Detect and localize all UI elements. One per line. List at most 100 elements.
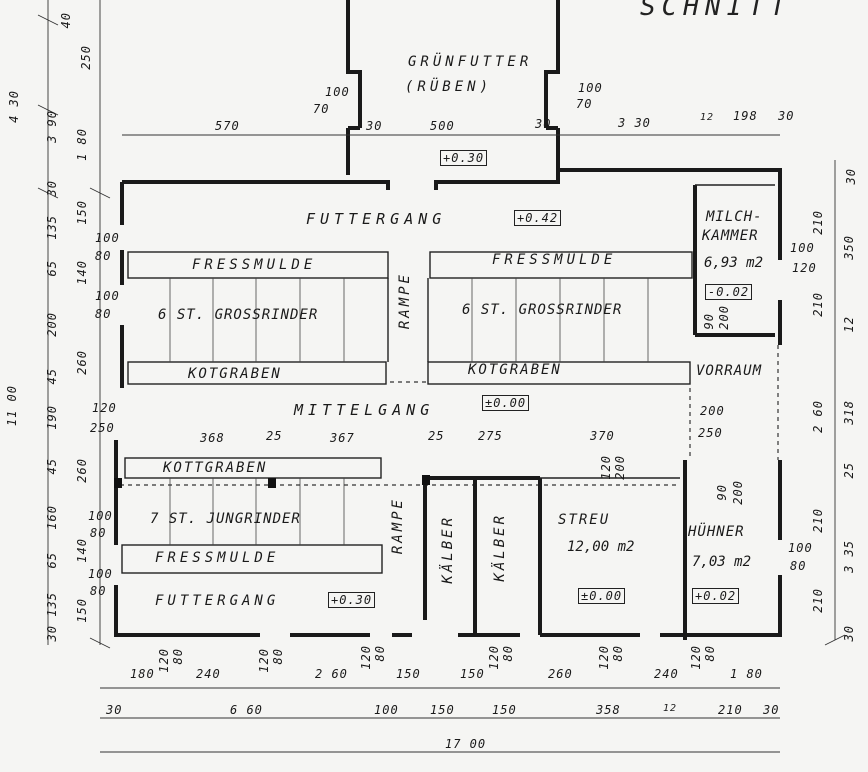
vorraum-label: VORRAUM [696,363,763,379]
dim-gf-30a: 30 [366,119,383,133]
dim-l-100d: 100 [88,567,113,581]
milchkammer-wall [693,185,775,337]
dim-m-100e: 100 [790,241,815,255]
dim-570: 570 [215,119,240,133]
dim-30-top: 30 [778,109,795,123]
dim-m-200c: 200 [717,305,731,330]
dim-l-260b: 260 [75,458,89,483]
dim-r-210c: 210 [811,508,825,533]
dim-r-30b: 30 [842,625,856,642]
dim-b-80c: 80 [373,645,387,662]
futtergang-bottom-label: FUTTERGANG [155,593,280,609]
dim-b-180a: 180 [130,667,155,681]
dim-l-65b: 65 [45,552,59,569]
dim-m-250: 250 [698,426,723,440]
dim-l-390: 3 90 [45,110,59,143]
rampe-top-label: RAMPE [397,272,413,330]
dim-m-200d: 200 [731,480,745,505]
dim-c-1700: 17 00 [445,737,487,751]
dim-l-135b: 135 [45,592,59,617]
milchkammer-label-1: MILCH- [706,209,763,225]
dim-b-120e: 120 [597,645,611,670]
dim-m-275: 275 [478,429,503,443]
jungrinder-label: 7 ST. JUNGRINDER [150,511,301,527]
dim-m-370: 370 [590,429,615,443]
kaelber-1-label: KÄLBER [440,515,456,584]
dim-m-90a: 90 [702,313,716,330]
kotgraben-right-box [427,361,691,385]
dim-12-top: 12 [700,112,715,123]
dim-b-120c: 120 [359,645,373,670]
dim-l-250: 250 [79,45,93,70]
gruenfutter-jambs [346,128,560,175]
dim-l-135a: 135 [45,215,59,240]
dim-b-180b: 1 80 [730,667,763,681]
dim-r-100: 100 [788,541,813,555]
dim-gf-100b: 100 [578,81,603,95]
dim-m-367: 367 [330,431,355,445]
dim-r-30: 30 [844,168,858,185]
dim-b-260a: 2 60 [315,667,348,681]
dim-l-150a: 150 [75,200,89,225]
dim-l-80d: 80 [90,584,107,598]
gruenfutter-label: GRÜNFUTTER [408,54,533,70]
dim-l-430: 4 30 [7,90,21,123]
fressmulde-right-label: FRESSMULDE [492,252,617,268]
dim-l-65a: 65 [45,260,59,277]
dim-m-25a: 25 [266,429,283,443]
dim-gf-70a: 70 [313,102,330,116]
dim-198: 198 [733,109,758,123]
fressmulde-bottom-label: FRESSMULDE [155,550,280,566]
dim-m-90b: 90 [715,484,729,501]
dim-r-318: 318 [842,400,856,425]
dim-b-150a: 150 [396,667,421,681]
streu-label: STREU [558,512,611,528]
mittelgang-label: MITTELGANG [294,401,435,419]
dim-l-40: 40 [59,12,73,29]
dim-b-120f: 120 [689,645,703,670]
dim-l-45b: 45 [45,458,59,475]
level-mittelgang: ±0.00 [482,395,530,411]
level-futtergang-top: +0.42 [514,210,562,226]
kotgraben-left-box [127,361,387,385]
dim-l-160: 160 [45,505,59,530]
dim-b-120d: 120 [487,645,501,670]
dim-500: 500 [430,119,455,133]
vorraum-dash [689,345,779,460]
dim-l-45a: 45 [45,368,59,385]
dim-m-25b: 25 [428,429,445,443]
fressmulde-left-box [127,251,389,279]
grossrinder-left-label: 6 ST. GROSSRINDER [158,307,319,323]
huehner-area: 7,03 m2 [692,554,752,570]
dim-m-200a: 200 [700,404,725,418]
dim-b-260b: 260 [548,667,573,681]
dim-c-30a: 30 [106,703,123,717]
dim-r-260: 2 60 [811,400,825,433]
dim-l-150b: 150 [75,598,89,623]
stalls-bottom [169,478,345,545]
dim-l-140b: 140 [75,538,89,563]
dim-c-150a: 150 [430,703,455,717]
dim-gf-30b: 30 [535,117,552,131]
dim-c-12: 12 [663,703,678,714]
dim-r-210b: 210 [811,292,825,317]
level-huehner: +0.02 [692,588,740,604]
fressmulde-bottom-box [121,544,383,574]
milchkammer-area: 6,93 m2 [704,255,764,271]
dim-r-25: 25 [842,462,856,479]
dim-l-100a: 100 [95,231,120,245]
dim-b-80b: 80 [271,648,285,665]
dim-b-80e: 80 [611,645,625,662]
dim-l-250b: 250 [90,421,115,435]
kottgraben-box [124,457,382,479]
post-2 [268,478,276,488]
dim-b-120b: 120 [257,648,271,673]
dim-l-260a: 260 [75,350,89,375]
level-futtergang-bottom: +0.30 [328,592,376,608]
dim-r-12: 12 [842,316,856,333]
dim-b-80d: 80 [501,645,515,662]
post-1 [114,478,122,488]
dim-c-210: 210 [718,703,743,717]
gruenfutter-right-wall [544,0,560,128]
level-gruenfutter: +0.30 [440,150,488,166]
